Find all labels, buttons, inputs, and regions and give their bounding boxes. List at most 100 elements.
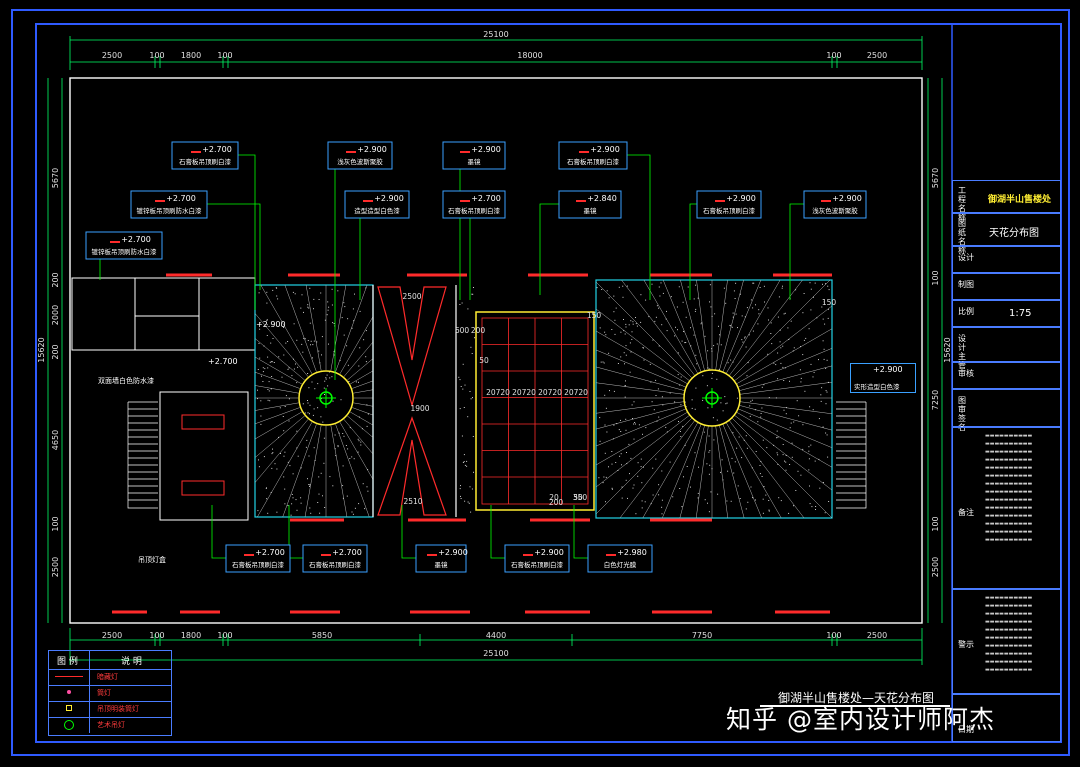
ceiling-ray [595, 330, 688, 385]
star-dot [655, 458, 657, 460]
star-dot [623, 352, 625, 354]
star-dot [282, 416, 284, 417]
legend-header-symbol: 图 例 [57, 657, 78, 667]
dim-top-total: 25100 [483, 30, 508, 39]
dim-left-segment: 200 [51, 344, 60, 359]
star-dot [685, 342, 687, 343]
star-dot [358, 416, 360, 418]
star-dot [752, 497, 753, 499]
star-dot [744, 336, 746, 338]
star-dot [269, 400, 271, 402]
star-dot [828, 308, 829, 310]
callout-box [504, 544, 570, 573]
star-dot [287, 341, 289, 342]
star-dot [825, 403, 827, 405]
star-dot [301, 294, 303, 296]
star-dot [351, 456, 353, 458]
star-dot [626, 452, 627, 453]
star-dot [602, 361, 604, 363]
star-dot [669, 392, 671, 394]
star-dot [605, 334, 607, 336]
star-dot [615, 307, 617, 309]
star-dot [628, 443, 630, 445]
star-dot [827, 456, 829, 458]
ceiling-ray [719, 279, 744, 372]
star-dot [771, 343, 773, 345]
star-dot [653, 409, 655, 411]
star-dot [693, 334, 695, 336]
star-dot [642, 433, 643, 435]
star-dot [741, 315, 743, 317]
surface-downlight-icon [66, 705, 72, 711]
star-dot [623, 319, 624, 320]
star-dot [302, 351, 304, 353]
star-dot [624, 396, 626, 398]
star-dot [625, 326, 627, 328]
star-dot [604, 394, 606, 396]
star-dot [300, 467, 302, 469]
star-dot [796, 400, 798, 402]
star-dot [263, 345, 265, 347]
callout-text: 石膏板吊顶刷白漆 [703, 206, 756, 215]
star-dot [272, 452, 274, 454]
star-dot [691, 407, 693, 409]
ceiling-ray [643, 279, 699, 374]
star-dot [278, 356, 280, 358]
star-dot [658, 484, 660, 486]
star-dot [258, 466, 260, 468]
star-dot [736, 397, 738, 399]
dim-right-segment: 100 [931, 270, 940, 285]
star-dot [264, 368, 266, 370]
tb-remark: 备注 ▬▬▬▬▬▬▬▬▬▬ ▬▬▬▬▬▬▬▬▬▬ ▬▬▬▬▬▬▬▬▬▬ ▬▬▬▬… [952, 427, 1061, 589]
star-dot [467, 308, 469, 310]
ceiling-ray [662, 279, 702, 373]
star-dot [818, 418, 820, 420]
leader-line [401, 505, 420, 559]
ceiling-ray [335, 424, 370, 518]
star-dot [625, 380, 626, 382]
star-dot [317, 383, 319, 385]
star-dot [257, 389, 258, 391]
star-dot [358, 365, 360, 367]
star-dot [711, 348, 713, 350]
star-dot [620, 331, 622, 333]
star-dot [609, 390, 610, 392]
tb-review-label: 审核 [958, 369, 974, 378]
star-dot [267, 389, 269, 390]
star-dot [462, 462, 464, 463]
tb-date: 日期 [952, 694, 1061, 742]
star-dot [785, 413, 787, 415]
star-dot [630, 351, 632, 353]
star-dot [327, 385, 329, 387]
star-dot [733, 290, 735, 292]
star-dot [784, 460, 785, 462]
star-dot [260, 415, 262, 417]
star-dot [823, 358, 825, 360]
callout-level: +2.700 [471, 194, 501, 203]
star-dot [828, 289, 830, 291]
dim-interior: 2510 [403, 497, 422, 506]
star-dot [711, 468, 713, 470]
star-dot [749, 415, 751, 417]
tb-director-label: 设计主管 [958, 334, 966, 370]
star-dot [472, 293, 474, 295]
star-dot [466, 460, 468, 462]
star-dot [762, 512, 764, 514]
star-dot [778, 296, 780, 298]
ceiling-ray [254, 407, 300, 425]
star-dot [353, 458, 355, 460]
star-dot [614, 333, 616, 335]
dim-interior: 20720 [538, 388, 562, 397]
star-dot [751, 467, 753, 469]
left-service-rooms [71, 277, 256, 521]
star-dot [332, 400, 334, 402]
drawing-title-underline [760, 705, 950, 707]
callout-box [302, 544, 368, 573]
star-dot [698, 466, 699, 468]
left-level-b: +2.900 [256, 320, 286, 329]
star-dot [360, 441, 362, 443]
dim-left-segment: 2000 [51, 305, 60, 325]
star-dot [708, 451, 710, 453]
star-dot [632, 418, 633, 419]
